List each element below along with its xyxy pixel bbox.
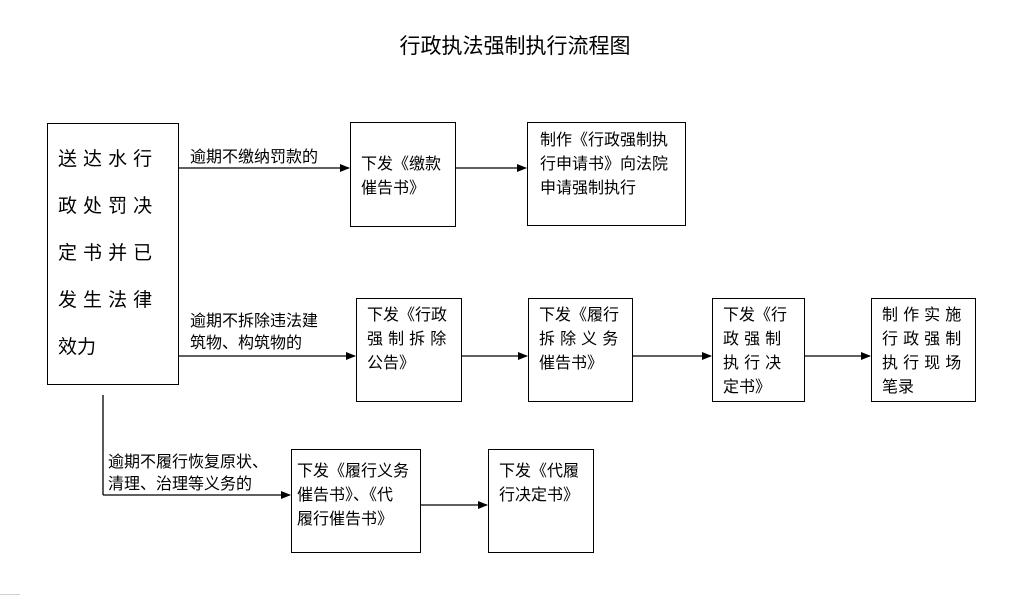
step-text: 催告书》 <box>539 353 604 372</box>
step-text: 催告书》 <box>361 178 426 197</box>
step-text: 定书》 <box>723 377 772 396</box>
step-performance-reminder: 下发《履行义务 催告书》、《代 履行催告书》 <box>291 449 421 553</box>
condition-restoration-not-performed: 逾期不履行恢复原状、 清理、治理等义务的 <box>108 451 268 495</box>
step-forced-demolition-notice: 下发《行政 强 制 拆 除 公告》 <box>356 298 462 402</box>
step-text: 笔录 <box>882 377 915 396</box>
step-text: 下发《代履 <box>499 461 580 480</box>
step-text: 政 强 制 <box>723 329 782 348</box>
step-text: 下发《履行 <box>539 305 620 324</box>
step-text: 行决定书》 <box>499 485 580 504</box>
start-box-penalty-decision: 送 达 水 行 政 处 罚 决 定 书 并 已 发 生 法 律 效力 <box>47 123 179 385</box>
condition-illegal-building-not-removed: 逾期不拆除违法建 筑物、构筑物的 <box>190 310 318 354</box>
step-text: 履行催告书》 <box>297 509 394 528</box>
diagram-title: 行政执法强制执行流程图 <box>399 34 631 58</box>
step-text: 下发《行 <box>723 305 788 324</box>
step-text: 下发《行政 <box>367 305 448 324</box>
step-text: 执 行 现 场 <box>882 353 962 372</box>
step-demolition-obligation-reminder: 下发《履行 拆 除 义 务 催告书》 <box>528 298 633 402</box>
condition-text: 筑物、构筑物的 <box>190 333 303 352</box>
step-text: 下发《履行义务 <box>297 461 410 480</box>
step-text: 执 行 决 <box>723 353 782 372</box>
start-line: 政 处 罚 决 <box>58 195 153 217</box>
condition-text: 逾期不缴纳罚款的 <box>190 147 319 166</box>
step-substitute-performance-decision: 下发《代履 行决定书》 <box>488 449 594 553</box>
condition-text: 清理、治理等义务的 <box>108 474 253 493</box>
step-text: 行申请书》向法院 <box>540 154 669 173</box>
step-enforcement-decision: 下发《行 政 强 制 执 行 决 定书》 <box>712 298 805 402</box>
step-text: 催告书》、《代 <box>297 485 394 504</box>
step-text: 公告》 <box>367 353 416 372</box>
start-line: 发 生 法 律 <box>58 289 153 311</box>
step-text: 强 制 拆 除 <box>367 329 447 348</box>
step-text: 制 作 实 施 <box>882 305 962 324</box>
start-line: 送 达 水 行 <box>58 148 153 170</box>
step-text: 拆 除 义 务 <box>539 329 619 348</box>
step-court-enforcement-application: 制作《行政强制执 行申请书》向法院 申请强制执行 <box>527 122 686 226</box>
start-line: 效力 <box>58 336 97 358</box>
condition-unpaid-fine: 逾期不缴纳罚款的 <box>190 146 318 168</box>
condition-text: 逾期不履行恢复原状、 <box>108 452 269 471</box>
step-onsite-enforcement-record: 制 作 实 施 行 政 强 制 执 行 现 场 笔录 <box>871 298 976 402</box>
step-text: 行 政 强 制 <box>882 329 962 348</box>
step-text: 下发《缴款 <box>361 154 442 173</box>
condition-text: 逾期不拆除违法建 <box>190 311 319 330</box>
step-text: 制作《行政强制执 <box>540 130 669 149</box>
start-line: 定 书 并 已 <box>58 242 153 264</box>
step-payment-notice: 下发《缴款 催告书》 <box>350 122 456 227</box>
step-text: 申请强制执行 <box>540 178 637 197</box>
page-corner-mark <box>0 594 20 595</box>
